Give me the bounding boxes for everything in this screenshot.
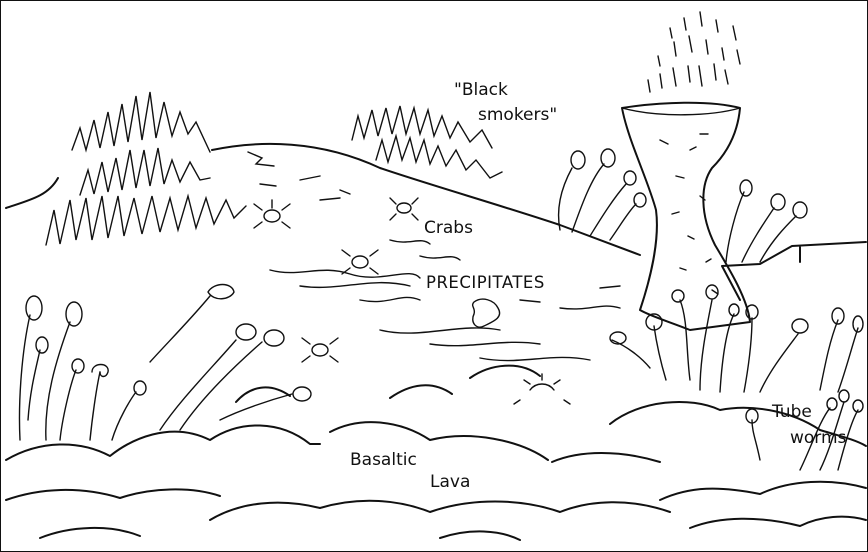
crab-3 (342, 250, 378, 274)
tube-worms-left (19, 285, 311, 441)
basalt-row-3 (40, 517, 866, 540)
crab-2 (390, 198, 418, 220)
crab-4 (302, 338, 338, 362)
crabs-label: Crabs (424, 218, 473, 238)
black-smokers-label-1: "Black (454, 80, 508, 100)
chimney-texture (660, 134, 718, 294)
crab-1 (254, 200, 290, 228)
tube-worms-right (610, 180, 863, 470)
basalt-row-1 (6, 402, 866, 462)
chimney-rim (622, 108, 740, 115)
smoke-plume-left-1 (72, 92, 210, 152)
tube-worms-center (559, 149, 647, 240)
precipitates-label: PRECIPITATES (426, 273, 545, 292)
tube-worms-label-1: Tube (771, 402, 812, 422)
smoke-plume-center-1 (352, 106, 492, 148)
chimney (622, 103, 750, 330)
precipitate-blob (473, 299, 500, 327)
basaltic-label-2: Lava (430, 472, 470, 492)
crab-5 (514, 374, 570, 404)
right-ledge (722, 242, 866, 300)
basaltic-label-1: Basaltic (350, 450, 417, 470)
chimney-smoke (648, 12, 740, 92)
smoke-plume-left-3 (46, 196, 246, 245)
black-smokers-label-2: smokers" (478, 105, 557, 125)
tube-worms-label-2: worms (790, 428, 847, 448)
smoke-plume-left-2 (80, 148, 210, 195)
smoke-plume-center-2 (376, 136, 502, 178)
